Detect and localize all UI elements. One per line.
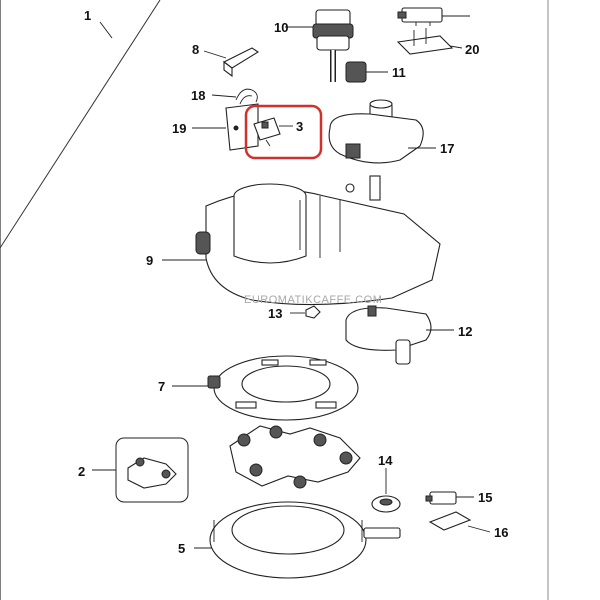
callout-2: 2 — [78, 464, 85, 479]
part-19-plate — [396, 28, 454, 55]
leader-19 — [449, 45, 463, 49]
part-9-gear — [312, 9, 354, 82]
callout-15: 16 — [494, 525, 508, 540]
callout-18: 19 — [172, 121, 186, 136]
callout-3: 3 — [296, 119, 303, 134]
leader-1 — [99, 21, 113, 39]
callout-10: 11 — [392, 65, 406, 80]
highlight-part-3 — [244, 104, 323, 160]
part-7-bracket — [222, 47, 260, 78]
callout-9: 10 — [274, 20, 288, 35]
callout-5: 5 — [178, 541, 185, 556]
part-10-small-gear — [345, 61, 367, 83]
callout-17: 18 — [191, 88, 205, 103]
callout-1: 1 — [84, 8, 91, 23]
callout-11: 12 — [458, 324, 472, 339]
callout-6: 7 — [158, 379, 165, 394]
burr-assembly — [229, 425, 361, 489]
part-17-clip — [235, 88, 258, 105]
part-11-gearmotor — [345, 305, 432, 365]
part-14-switch — [425, 491, 457, 505]
leader-7 — [203, 50, 227, 59]
callout-14: 15 — [478, 490, 492, 505]
leader-15 — [467, 525, 491, 533]
callout-13: 14 — [378, 453, 393, 468]
frame-diagonal — [0, 0, 161, 249]
part-6-ring — [207, 355, 359, 421]
part-8-housing — [195, 175, 441, 306]
callout-8: 9 — [146, 253, 153, 268]
callout-12: 13 — [268, 306, 282, 321]
callout-19: 20 — [465, 42, 479, 57]
callout-16: 17 — [440, 141, 454, 156]
part-5-base-ring — [209, 501, 401, 579]
leader-17 — [211, 94, 237, 98]
part-18-bracket — [225, 103, 259, 151]
part-2-inset — [115, 437, 189, 503]
part-3-microswitch[interactable] — [253, 117, 281, 147]
part-15-plate — [428, 511, 472, 531]
part-16-motor — [328, 99, 424, 164]
part-20-switch — [397, 7, 443, 26]
callout-7: 8 — [192, 42, 199, 57]
part-12-nut — [305, 305, 321, 319]
part-13-nut — [371, 495, 401, 513]
watermark: EUROMATIKCAFFE.COM — [244, 294, 382, 306]
